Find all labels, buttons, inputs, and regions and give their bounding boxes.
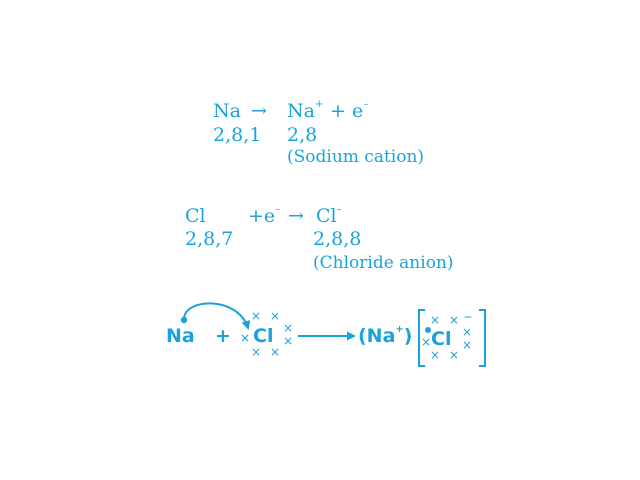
sodium-symbol: Na (213, 100, 241, 122)
electron-cross: × (449, 313, 460, 327)
electron-cross: × (462, 338, 473, 352)
sodium-config: 2,8,1 (213, 124, 262, 146)
negative-charge: – (275, 204, 281, 215)
electron-cross: × (421, 335, 432, 349)
electron-gain-text: +e (248, 205, 276, 227)
lewis-sodium: Na (166, 325, 195, 347)
electron-transfer-arrow (183, 302, 251, 330)
positive-charge: + (395, 324, 404, 335)
sodium-ion-close: ) (403, 325, 413, 347)
sodium-ion-symbol: (Na (358, 325, 396, 347)
chloride-ion: Cl (431, 328, 452, 350)
lewis-plus: + (215, 325, 231, 347)
electron-cross: × (283, 334, 294, 348)
transferred-electron-dot (425, 327, 431, 333)
negative-charge: – (336, 204, 342, 215)
electron-cross: × (251, 345, 262, 359)
electron-cross: × (270, 309, 281, 323)
right-bracket (479, 309, 486, 367)
sodium-cation-config: 2,8 (287, 124, 318, 146)
electron-cross: × (251, 309, 262, 323)
electron-gain: +e– (248, 204, 281, 227)
sodium-ion: (Na+) (358, 324, 413, 347)
chlorine-symbol: Cl (185, 205, 206, 227)
left-bracket (418, 309, 425, 367)
sodium-cation-label: (Sodium cation) (287, 147, 425, 167)
sodium-cation-symbol: Na (287, 100, 315, 122)
lewis-chlorine: Cl (253, 325, 274, 347)
reaction-arrow: → (251, 100, 267, 122)
electron-cross: × (240, 331, 251, 345)
electron-cross: × (462, 325, 473, 339)
electron-cross: × (283, 321, 294, 335)
positive-charge: + (314, 99, 324, 110)
chloride-config: 2,8,8 (313, 228, 362, 250)
sodium-cation: Na+ (287, 99, 324, 122)
chloride-anion: Cl– (316, 204, 342, 227)
electron-term-text: + e (330, 100, 364, 122)
reaction-arrow: → (288, 205, 304, 227)
sodium-valence-electron (180, 316, 188, 324)
chloride-anion-symbol: Cl (316, 205, 337, 227)
negative-charge: – (363, 99, 369, 110)
electron-term: + e– (330, 99, 369, 122)
chloride-anion-label: (Chloride anion) (313, 253, 454, 273)
bracket-negative-charge: – (464, 306, 472, 325)
electron-cross: × (430, 313, 441, 327)
chlorine-config: 2,8,7 (185, 228, 234, 250)
electron-cross: × (430, 348, 441, 362)
electron-cross: × (449, 348, 460, 362)
electron-cross: × (270, 345, 281, 359)
